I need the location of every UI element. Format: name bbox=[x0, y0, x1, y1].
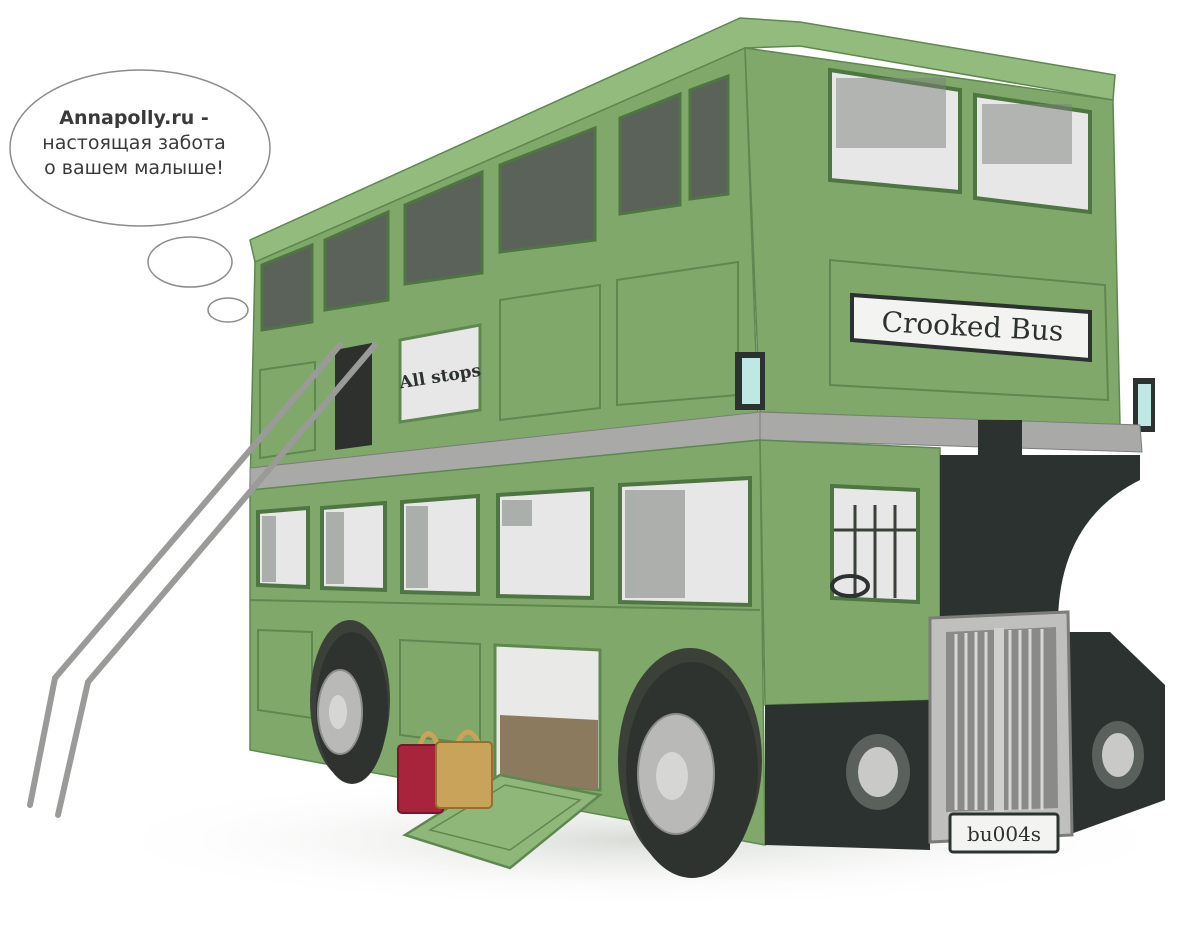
destination-sign-plate bbox=[850, 292, 1092, 363]
cab-window-bars bbox=[834, 505, 916, 598]
steering-wheel bbox=[830, 574, 870, 598]
license-plate bbox=[948, 812, 1060, 854]
bus-side bbox=[27, 17, 1116, 878]
thought-bubble-small bbox=[207, 297, 249, 323]
window-interior bbox=[262, 516, 276, 582]
rear-hub-cap bbox=[329, 695, 347, 729]
handrails bbox=[27, 342, 378, 818]
thought-bubble-main bbox=[9, 69, 271, 227]
tan-suitcase-handle bbox=[455, 729, 481, 744]
handrail-right bbox=[55, 342, 378, 818]
upper-window bbox=[323, 209, 390, 312]
grille-center-bar bbox=[994, 628, 1004, 812]
headlight-left-lens bbox=[858, 747, 898, 797]
upper-window bbox=[688, 73, 730, 201]
brand-name: Annapolly.ru - bbox=[59, 107, 209, 129]
front-lamp-right-lens bbox=[1138, 384, 1151, 426]
handrail-left bbox=[27, 342, 343, 808]
headlight-right-lens bbox=[1102, 733, 1134, 777]
grille-bars bbox=[954, 629, 1044, 810]
upper-window bbox=[260, 242, 314, 332]
suitcases bbox=[397, 729, 493, 814]
upper-windows bbox=[260, 73, 730, 332]
slogan-line-1: настоящая забота bbox=[42, 132, 226, 154]
window-interior bbox=[625, 490, 685, 598]
front-panel bbox=[829, 258, 1110, 402]
door-floor bbox=[500, 715, 598, 790]
thought-bubble bbox=[9, 69, 271, 323]
upper-door-opening bbox=[335, 343, 372, 450]
lower-panel-line bbox=[249, 599, 761, 611]
red-suitcase-handle bbox=[417, 731, 441, 747]
window-interiors bbox=[262, 490, 685, 598]
window-interior bbox=[326, 512, 344, 584]
front-hub-cap bbox=[656, 752, 688, 800]
front-lamp-left-lens bbox=[742, 358, 760, 404]
engine-opening bbox=[940, 455, 1140, 625]
upper-window bbox=[498, 125, 597, 254]
upper-panel bbox=[499, 283, 601, 422]
upper-panel bbox=[259, 360, 316, 460]
slogan-line-2: о вашем малыше! bbox=[44, 157, 224, 179]
front-wheel bbox=[618, 648, 762, 878]
side-sign bbox=[398, 323, 482, 424]
upper-window bbox=[403, 169, 484, 286]
upper-window bbox=[618, 91, 682, 216]
thought-bubble-text: Annapolly.ru - настоящая забота о вашем … bbox=[14, 106, 254, 181]
license-plate-text: bu004s bbox=[967, 822, 1041, 846]
front-window-interior bbox=[982, 104, 1072, 164]
front-window-interior bbox=[836, 78, 946, 148]
window-interior bbox=[406, 506, 428, 588]
window-interior bbox=[502, 500, 532, 526]
bus-front bbox=[735, 47, 1165, 854]
tan-suitcase bbox=[435, 741, 493, 809]
rear-wheel bbox=[310, 620, 390, 784]
side-sign-plate bbox=[398, 323, 482, 424]
thought-bubble-medium bbox=[147, 236, 233, 288]
